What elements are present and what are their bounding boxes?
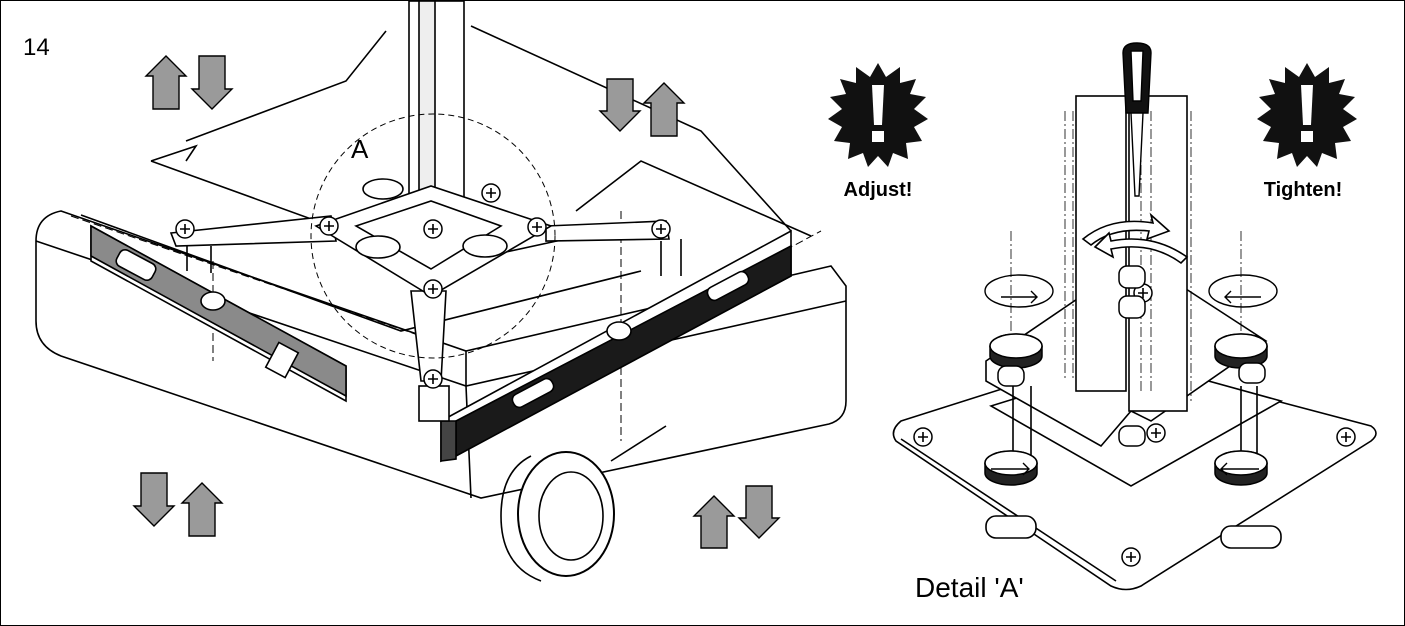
warning-tighten-icon	[1257, 63, 1357, 167]
adjust-label: Adjust!	[844, 179, 913, 201]
step-number: 14	[23, 34, 50, 61]
screw-icon	[423, 369, 443, 389]
screw-icon	[423, 219, 443, 239]
adjust-arrows	[132, 55, 781, 549]
warning-adjust-icon	[828, 63, 928, 167]
screw-icon	[651, 219, 671, 239]
screw-icon	[913, 427, 933, 447]
screw-icon	[527, 217, 547, 237]
screw-icon	[1121, 547, 1141, 567]
screw-icon	[175, 219, 195, 239]
spirit-level-left	[90, 224, 347, 403]
knurled-screws	[997, 265, 1266, 447]
rotate-arrow-icons	[984, 274, 1278, 476]
adjustment-knob	[989, 333, 1043, 369]
tighten-arrow-icon	[1081, 212, 1189, 265]
screwdriver-icon	[1122, 42, 1152, 197]
screw-icon	[1336, 427, 1356, 447]
screw-icon	[423, 279, 443, 299]
tighten-label: Tighten!	[1264, 179, 1343, 201]
detail-caption: Detail 'A'	[915, 572, 1024, 603]
detail-a-illustration	[892, 95, 1377, 591]
detail-circle	[310, 113, 556, 359]
screw-icon	[481, 183, 501, 203]
guide-lines	[1010, 111, 1242, 401]
detail-callout-label: A	[351, 134, 369, 164]
adjustment-knob	[984, 450, 1038, 486]
screw-icon	[1146, 423, 1166, 443]
spirit-level-right	[440, 229, 792, 463]
screw-icon	[319, 216, 339, 236]
